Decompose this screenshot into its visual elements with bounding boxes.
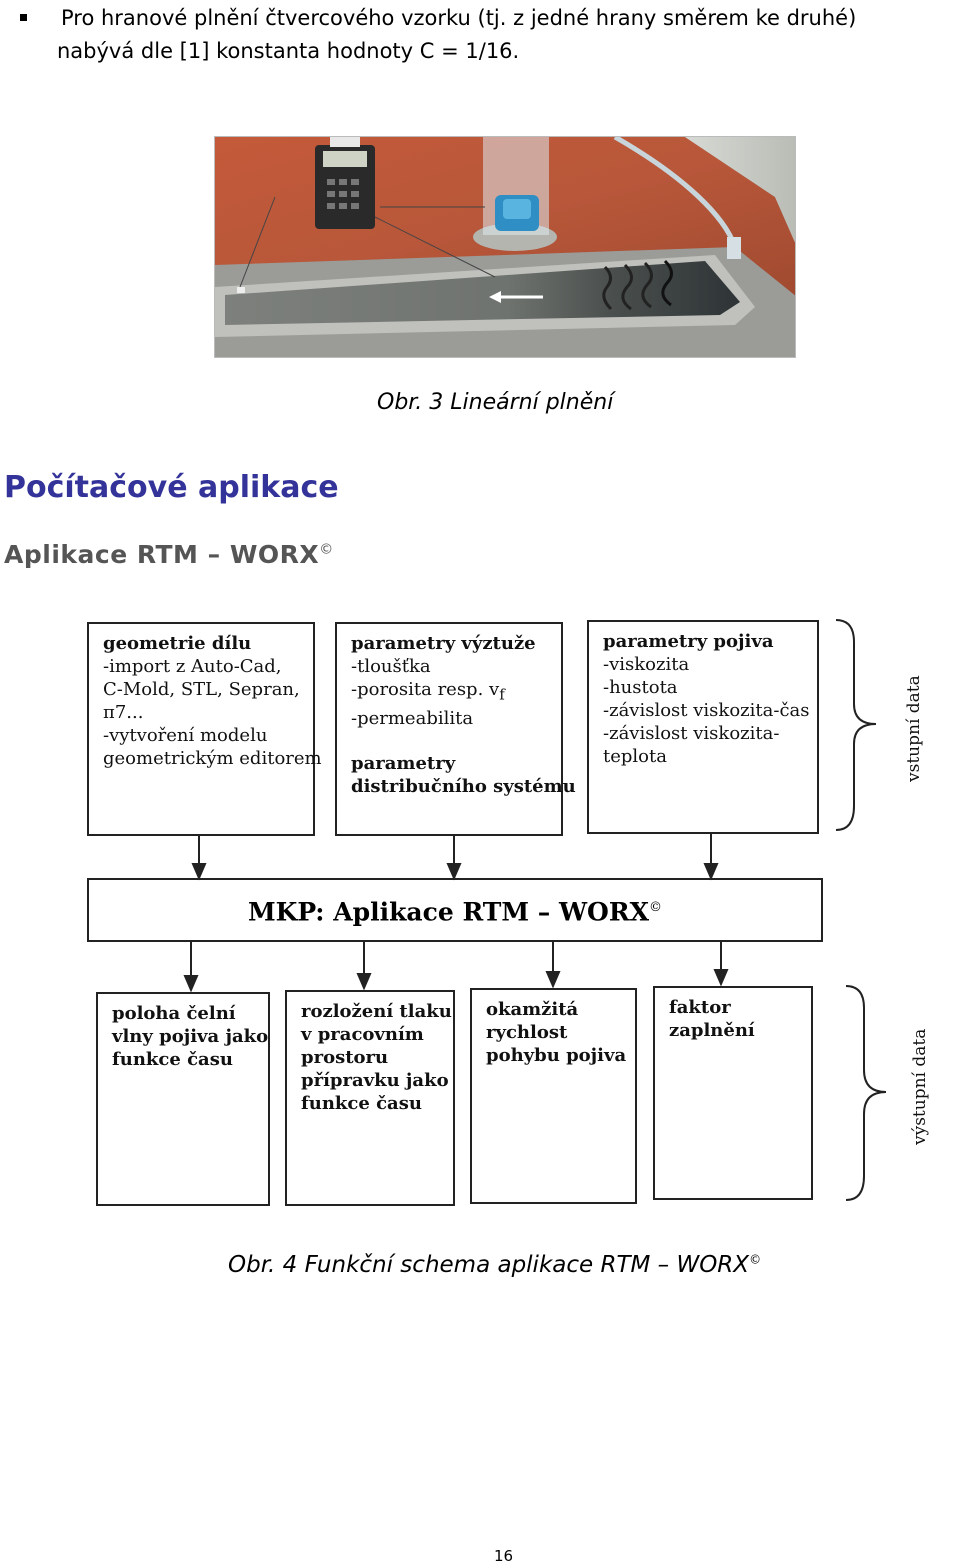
output-box-front-position: poloha čelní vlny pojiva jako funkce čas… [96, 992, 270, 1206]
figure-4-caption-text: Obr. 4 Funkční schema aplikace RTM – WOR… [228, 1252, 750, 1278]
square-bullet-icon [20, 14, 27, 21]
input-box-spacer [351, 730, 551, 752]
input-box-line: -porosita resp. vf [351, 678, 551, 707]
input-box-reinforcement: parametry výztuže -tloušťka -porosita re… [335, 622, 576, 836]
input-box-title: geometrie dílu [103, 633, 252, 654]
input-data-label: vstupní data [904, 675, 924, 782]
input-box-line: -viskozita [603, 654, 690, 675]
porosity-text: -porosita resp. v [351, 679, 500, 700]
section-subheading: Aplikace RTM – WORX© [4, 540, 334, 569]
input-box-resin: parametry pojiva -viskozita -hustota -zá… [587, 620, 819, 834]
output-box-line: rychlost [486, 1022, 568, 1043]
input-box-title-2: parametry [351, 752, 456, 774]
figure-4-caption: Obr. 4 Funkční schema aplikace RTM – WOR… [228, 1252, 761, 1278]
input-box-title: parametry výztuže [351, 633, 536, 654]
output-box-line: funkce času [301, 1093, 422, 1114]
linear-filling-photo [214, 136, 796, 358]
bullet-paragraph: Pro hranové plnění čtvercového vzorku (t… [20, 2, 960, 68]
input-box-title: parametry pojiva [603, 631, 774, 652]
center-process-box: MKP: Aplikace RTM – WORX© [87, 878, 823, 942]
output-box-velocity: okamžitá rychlost pohybu pojiva [470, 988, 637, 1204]
input-box-line: -hustota [603, 677, 678, 698]
subheading-text: Aplikace RTM – WORX [4, 540, 320, 569]
figure-3-caption: Obr. 3 Lineární plnění [377, 390, 614, 415]
input-box-line: -vytvoření modelu [103, 725, 268, 746]
output-box-line: prostoru [301, 1047, 389, 1068]
input-box-line: -permeabilita [351, 707, 474, 729]
input-box-line: -tloušťka [351, 656, 431, 677]
section-heading: Počítačové aplikace [4, 470, 339, 505]
copyright-symbol: © [319, 541, 334, 558]
output-data-label: výstupní data [910, 1028, 930, 1145]
input-box-line: geometrickým editorem [103, 748, 322, 769]
schema-connectors [183, 619, 887, 1201]
functional-schema: geometrie dílu -import z Auto-Cad, C-Mol… [80, 600, 940, 1220]
output-box-line: faktor [669, 997, 731, 1018]
output-box-line: přípravku jako [301, 1070, 449, 1091]
output-box-line: pohybu pojiva [486, 1045, 627, 1066]
output-box-line: v pracovním [301, 1024, 424, 1045]
input-box-geometry: geometrie dílu -import z Auto-Cad, C-Mol… [87, 622, 322, 836]
center-copyright-symbol: © [649, 900, 662, 915]
output-box-line: poloha čelní [112, 1003, 236, 1024]
paragraph-line-2: nabývá dle [1] konstanta hodnoty C = 1/1… [57, 39, 520, 63]
porosity-subscript: f [499, 685, 505, 704]
output-box-fill-factor: faktor zaplnění [653, 986, 813, 1200]
page-number: 16 [494, 1547, 514, 1565]
figure-4-copyright-symbol: © [749, 1252, 762, 1267]
input-box-line: -závislost viskozita-čas [603, 700, 810, 721]
output-box-line: funkce času [112, 1049, 233, 1070]
input-box-line: π7... [103, 702, 144, 723]
output-box-line: vlny pojiva jako [112, 1026, 269, 1047]
input-box-line: teplota [603, 746, 667, 767]
output-box-line: okamžitá [486, 999, 579, 1020]
center-process-text: MKP: Aplikace RTM – WORX [247, 897, 649, 927]
input-box-line: C-Mold, STL, Sepran, [103, 679, 300, 700]
paragraph-line-1: Pro hranové plnění čtvercového vzorku (t… [61, 6, 857, 30]
output-box-line: zaplnění [669, 1020, 755, 1041]
input-box-title-2b: distribučního systému [351, 775, 576, 797]
output-box-pressure: rozložení tlaku v pracovním prostoru pří… [285, 990, 455, 1206]
output-box-line: rozložení tlaku [301, 1001, 452, 1022]
input-box-line: -import z Auto-Cad, [103, 656, 282, 677]
input-box-line: -závislost viskozita- [603, 723, 780, 744]
